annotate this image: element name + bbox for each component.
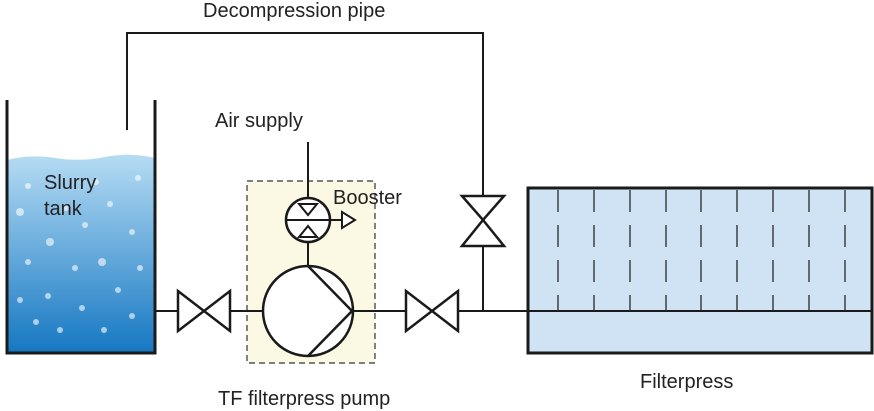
filterpress-label: Filterpress [640, 371, 734, 393]
pump-label: TF filterpress pump [218, 388, 391, 410]
booster-label: Booster [333, 187, 402, 209]
slurry-tank [5, 100, 157, 355]
filter-plates [557, 190, 846, 311]
decompression-valve [459, 194, 507, 248]
decompression-pipe-label: Decompression pipe [203, 0, 386, 22]
air-supply-label: Air supply [215, 110, 303, 132]
slurry-tank-label-line1: Slurry [44, 172, 97, 194]
outlet-valve [404, 288, 460, 334]
filterpress-pump [261, 264, 355, 358]
slurry-water [7, 154, 155, 352]
booster [284, 196, 357, 244]
filterpress [526, 186, 874, 355]
slurry-bubbles [16, 175, 143, 333]
slurry-tank-label-line2: tank [44, 198, 82, 220]
decompression-pipe [126, 32, 484, 196]
inlet-valve [176, 288, 232, 334]
slurry-tank-wall [5, 100, 157, 355]
